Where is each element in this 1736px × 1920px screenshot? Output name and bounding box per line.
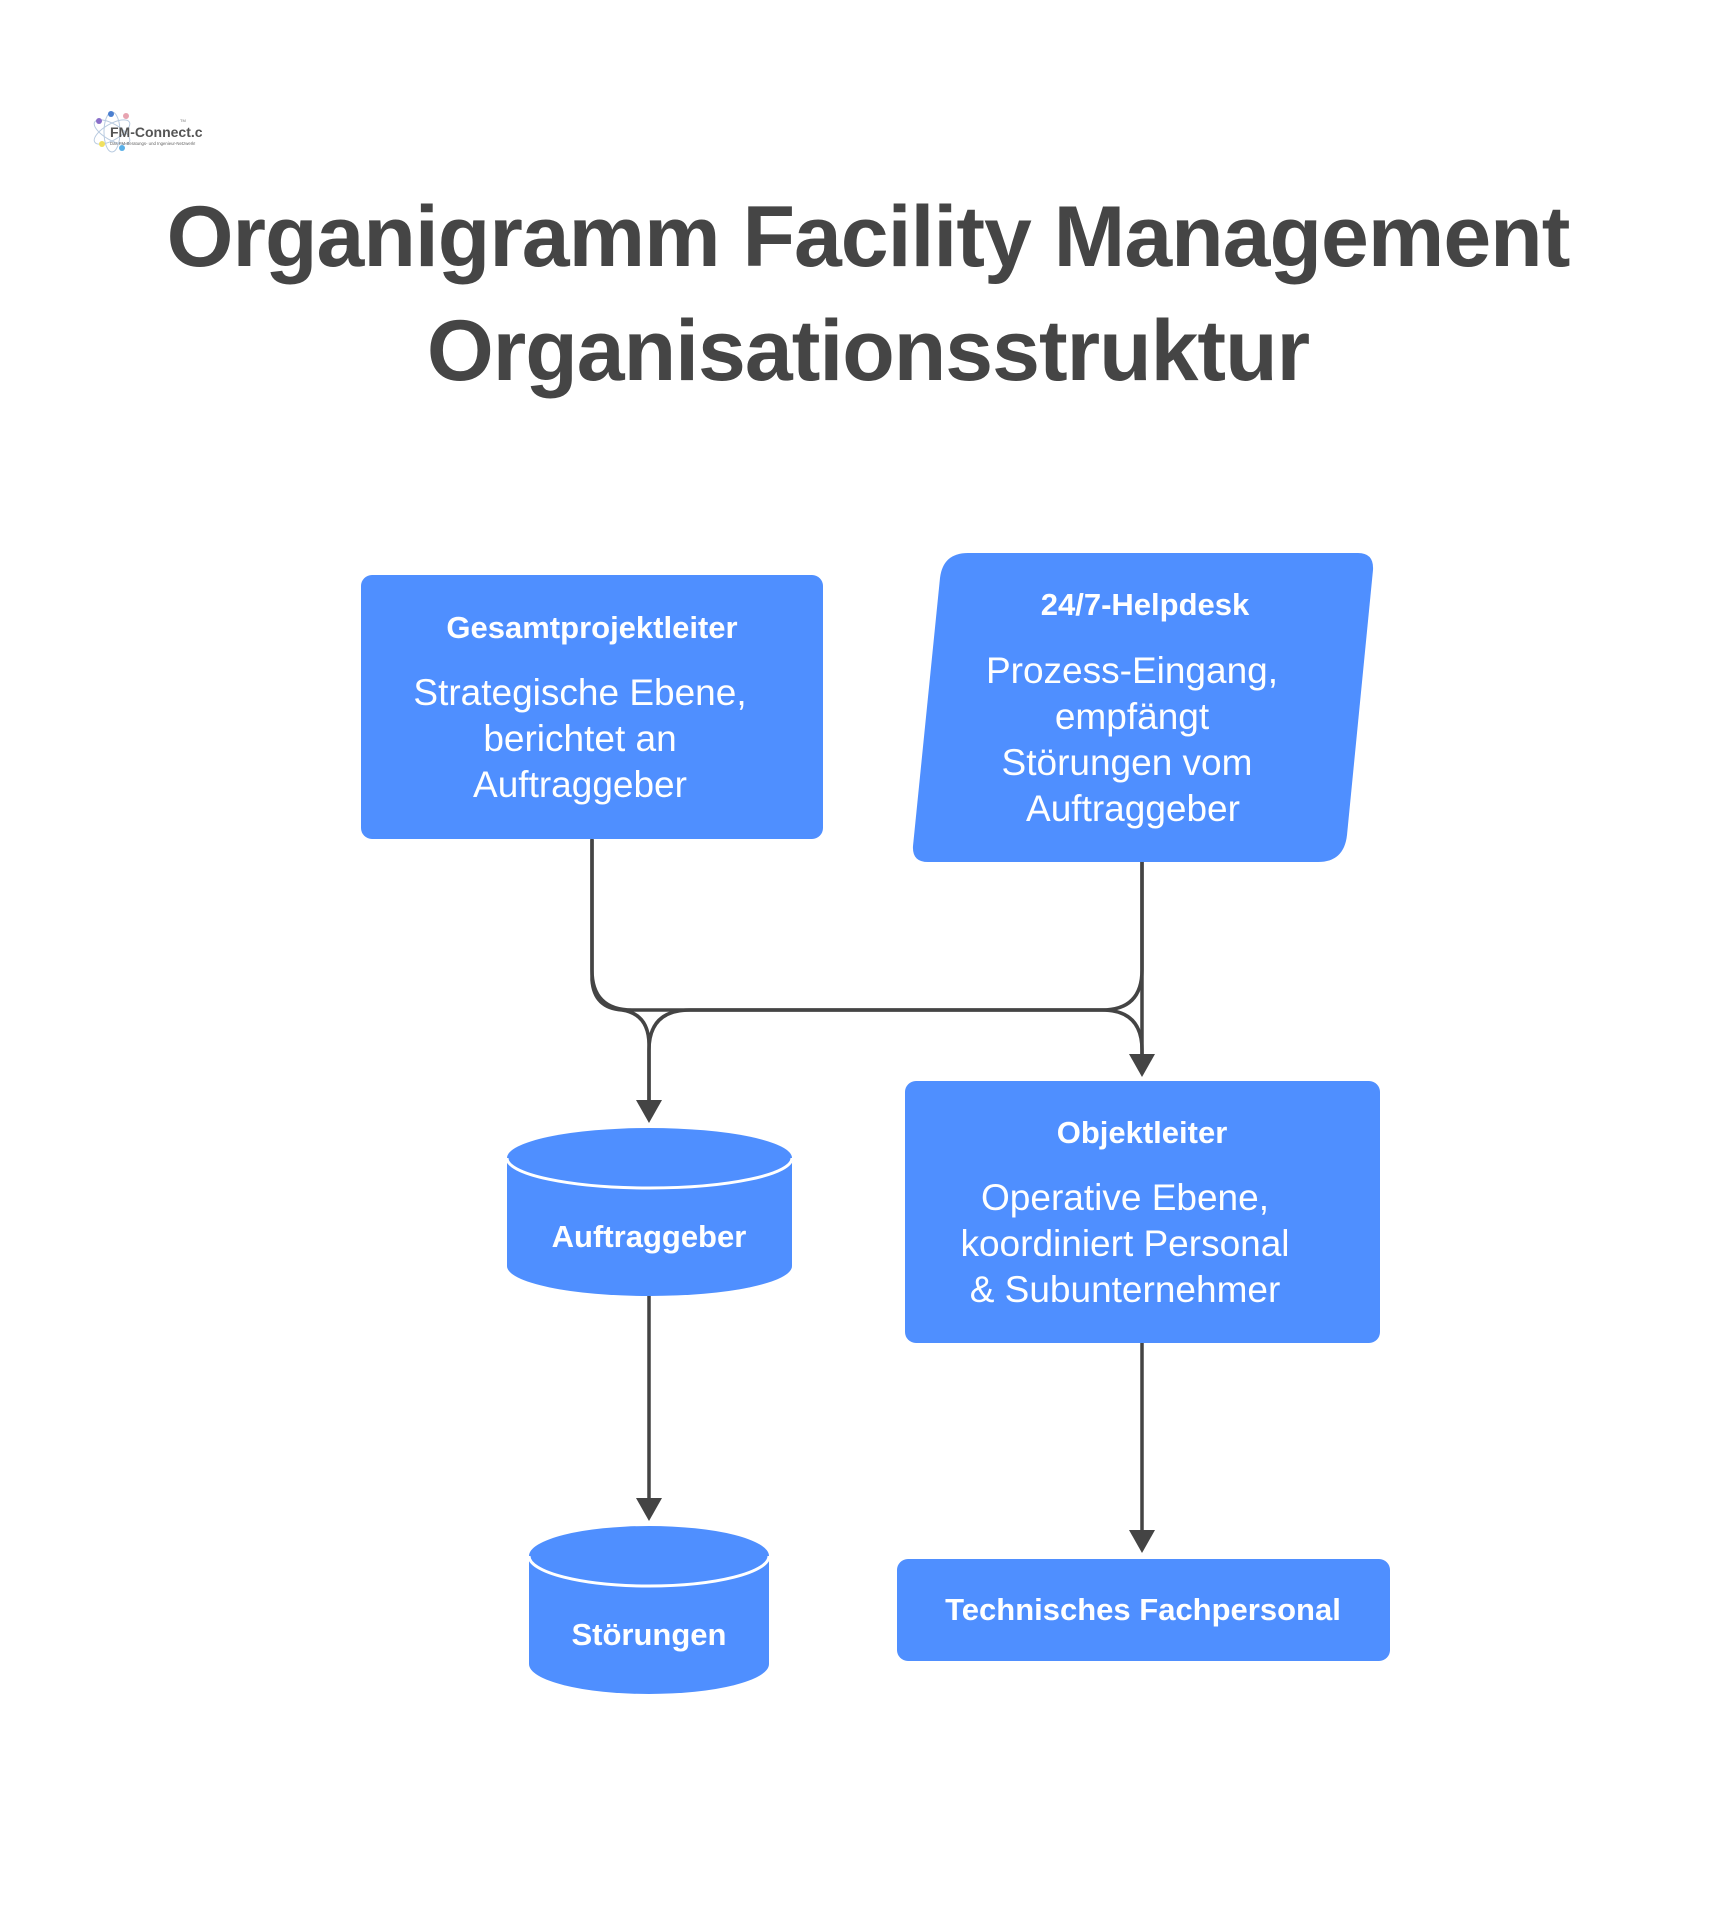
node-stoerungen[interactable]: Störungen — [527, 1526, 771, 1694]
edges — [590, 838, 1155, 1553]
node-technisches-fachpersonal[interactable]: Technisches Fachpersonal — [897, 1559, 1390, 1661]
node-auftraggeber[interactable]: Auftraggeber — [505, 1128, 794, 1296]
node-gesamtprojektleiter-shape — [361, 575, 823, 839]
node-objektleiter[interactable]: Objektleiter Operative Ebene, koordinier… — [905, 1081, 1380, 1343]
arrowhead-stoerungen — [636, 1498, 662, 1521]
logo-trademark: TM — [180, 118, 186, 123]
arrowhead-technisches-fachpersonal — [1129, 1530, 1155, 1553]
logo-brand-text: FM-Connect.com — [110, 124, 202, 140]
arrowhead-objektleiter — [1129, 1054, 1155, 1077]
node-gesamtprojektleiter[interactable]: Gesamtprojektleiter Strategische Ebene, … — [361, 575, 823, 839]
edge-gesamtprojektleiter-to-objektleiter — [590, 838, 1144, 1062]
edge-helpdesk-to-auftraggeber — [647, 860, 1144, 1107]
node-gesamtprojektleiter-title: Gesamtprojektleiter — [446, 610, 737, 645]
atom-dot-purple — [96, 118, 102, 124]
edge-gesamtprojektleiter-to-auftraggeber — [590, 838, 651, 1107]
node-auftraggeber-title: Auftraggeber — [552, 1219, 747, 1254]
atom-dot-yellow — [99, 141, 105, 147]
node-stoerungen-shape — [529, 1526, 769, 1694]
fm-connect-logo: FM-Connect.com TM Das FM-Beratungs- und … — [90, 104, 202, 160]
node-helpdesk[interactable]: 24/7-Helpdesk Prozess-Eingang, empfängt … — [912, 553, 1374, 862]
atom-dot-blue — [108, 111, 114, 117]
node-helpdesk-body-line-4: Auftraggeber — [1026, 788, 1240, 829]
node-stoerungen-rim — [527, 1555, 771, 1588]
node-gesamtprojektleiter-body-line-2: berichtet an — [483, 718, 676, 759]
node-helpdesk-title: 24/7-Helpdesk — [1041, 587, 1250, 622]
atom-dot-cyan — [119, 145, 125, 151]
node-auftraggeber-rim — [505, 1157, 794, 1190]
atom-orbit-icon — [93, 111, 131, 153]
page-title-line-2: Organisationsstruktur — [426, 303, 1310, 399]
logo-graphic: FM-Connect.com TM Das FM-Beratungs- und … — [93, 111, 202, 153]
logo-tagline: Das FM-Beratungs- und Ingenieur-Netzwerk… — [110, 141, 196, 146]
node-gesamtprojektleiter-body-line-1: Strategische Ebene, — [413, 672, 746, 713]
node-gesamtprojektleiter-body-line-3: Auftraggeber — [473, 764, 687, 805]
node-objektleiter-title: Objektleiter — [1057, 1115, 1228, 1150]
node-objektleiter-shape — [905, 1081, 1380, 1343]
node-helpdesk-body-line-2: empfängt — [1055, 696, 1210, 737]
arrowhead-auftraggeber — [636, 1100, 662, 1123]
node-auftraggeber-shape — [507, 1128, 792, 1296]
atom-dot-pink — [123, 113, 129, 119]
node-helpdesk-shape — [912, 553, 1374, 862]
page-title-line-1: Organigramm Facility Management — [166, 189, 1571, 285]
node-helpdesk-body-line-3: Störungen vom — [1002, 742, 1253, 783]
node-technisches-fachpersonal-shape — [897, 1559, 1390, 1661]
node-objektleiter-body-line-1: Operative Ebene, — [981, 1177, 1269, 1218]
node-objektleiter-body-line-3: & Subunternehmer — [970, 1269, 1281, 1310]
node-stoerungen-title: Störungen — [572, 1617, 727, 1652]
node-helpdesk-body-line-1: Prozess-Eingang, — [986, 650, 1278, 691]
node-technisches-fachpersonal-title: Technisches Fachpersonal — [945, 1592, 1341, 1627]
node-objektleiter-body-line-2: koordiniert Personal — [960, 1223, 1289, 1264]
